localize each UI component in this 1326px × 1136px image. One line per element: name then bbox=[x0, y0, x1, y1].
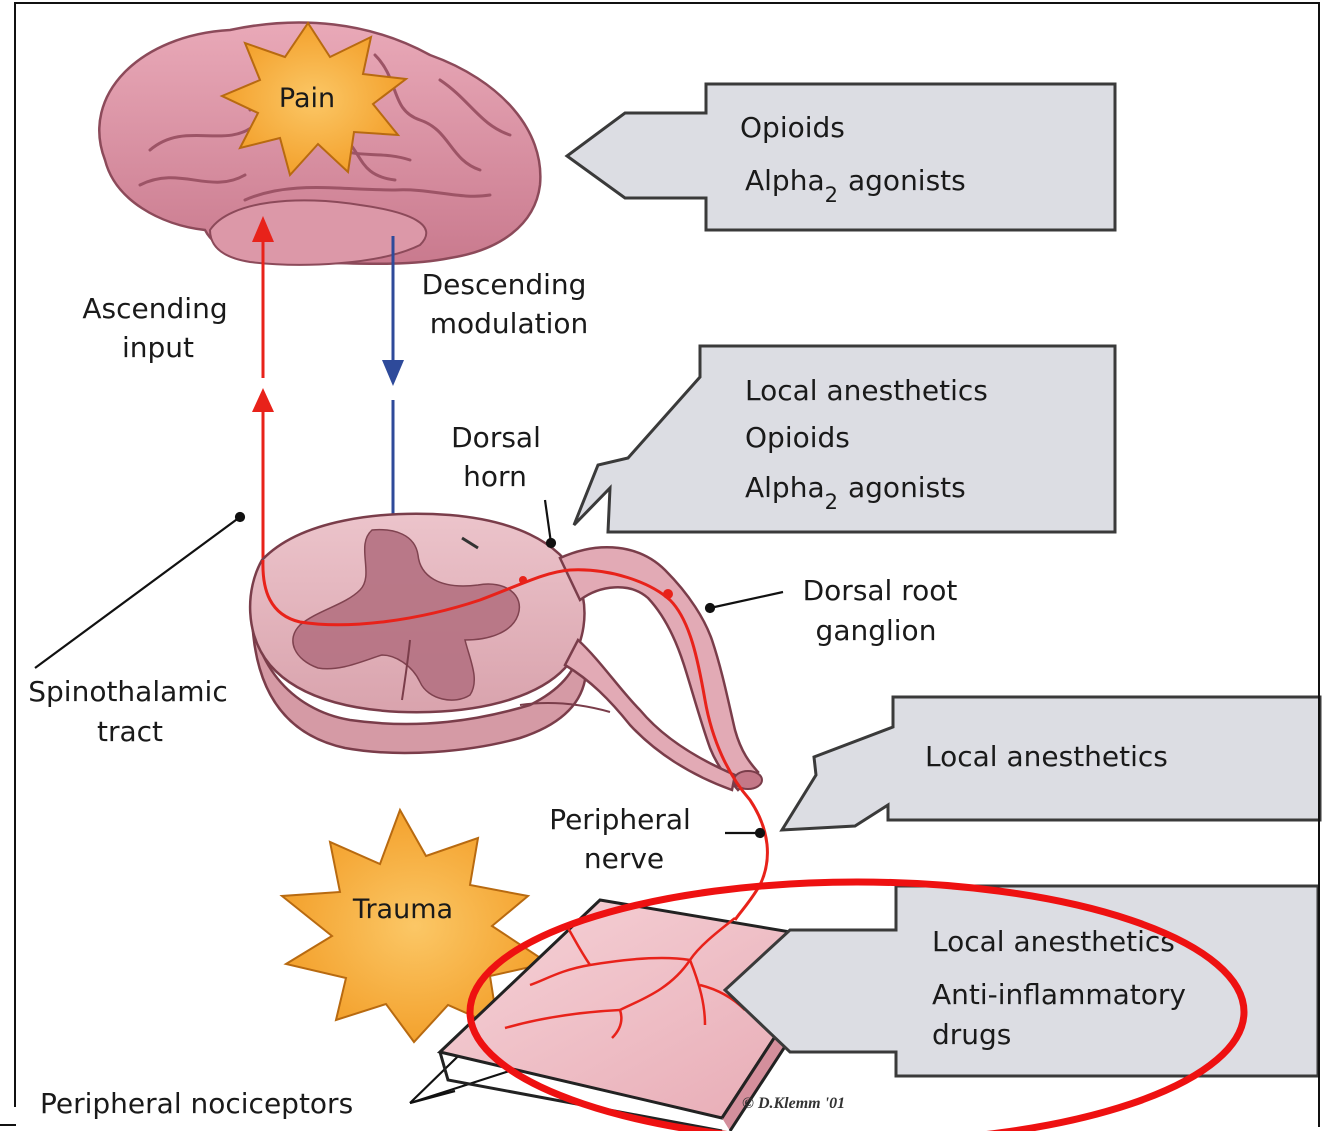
peripheral-nerve-label-line2: nerve bbox=[584, 842, 664, 875]
frame-border-right bbox=[1318, 2, 1320, 1127]
drug-box-spinal: Local anesthetics Opioids Alpha2agonists bbox=[574, 346, 1115, 532]
dorsal-root-ganglion-label-line2: ganglion bbox=[816, 614, 937, 647]
pain-label: Pain bbox=[279, 83, 335, 114]
frame-border-top bbox=[14, 2, 1320, 4]
frame-border-stub bbox=[0, 1124, 16, 1126]
descending-modulation-arrow bbox=[382, 236, 404, 550]
peripheral-nociceptors-label: Peripheral nociceptors bbox=[40, 1087, 353, 1120]
dorsal-root-ganglion-label-line1: Dorsal root bbox=[803, 574, 958, 607]
periphery-drug-anti-inflammatory: Anti-inflammatory bbox=[932, 978, 1186, 1011]
spinal-cord bbox=[250, 514, 585, 753]
descending-modulation-label-line1: Descending bbox=[422, 268, 587, 301]
nerve-drug-local-anesthetics: Local anesthetics bbox=[925, 740, 1168, 773]
frame-border-left bbox=[14, 2, 16, 1107]
ganglion-cell-body bbox=[663, 589, 673, 599]
synapse-dot bbox=[519, 576, 527, 584]
spinothalamic-tract-label-line2: tract bbox=[97, 715, 163, 748]
trauma-label: Trauma bbox=[352, 894, 453, 925]
drug-box-nerve: Local anesthetics bbox=[782, 697, 1320, 830]
spinothalamic-tract-label-line1: Spinothalamic bbox=[28, 675, 227, 708]
brain-drug-opioids: Opioids bbox=[740, 111, 845, 144]
dorsal-horn-label-line2: horn bbox=[463, 460, 527, 493]
peripheral-nerve-label-line1: Peripheral bbox=[549, 803, 691, 836]
ascending-input-label-line2: input bbox=[122, 331, 194, 364]
descending-modulation-label-line2: modulation bbox=[430, 307, 589, 340]
periphery-drug-drugs: drugs bbox=[932, 1018, 1011, 1051]
drug-box-brain: Opioids Alpha2agonists bbox=[567, 84, 1115, 230]
artist-credit: © D.Klemm '01 bbox=[742, 1095, 845, 1112]
ascending-input-label-line1: Ascending bbox=[82, 292, 227, 325]
periphery-drug-local-anesthetics: Local anesthetics bbox=[932, 925, 1175, 958]
ascending-input-arrow bbox=[252, 216, 274, 560]
spinal-drug-opioids: Opioids bbox=[745, 421, 850, 454]
dorsal-horn-label-line1: Dorsal bbox=[451, 421, 541, 454]
spinal-drug-local-anesthetics: Local anesthetics bbox=[745, 374, 988, 407]
